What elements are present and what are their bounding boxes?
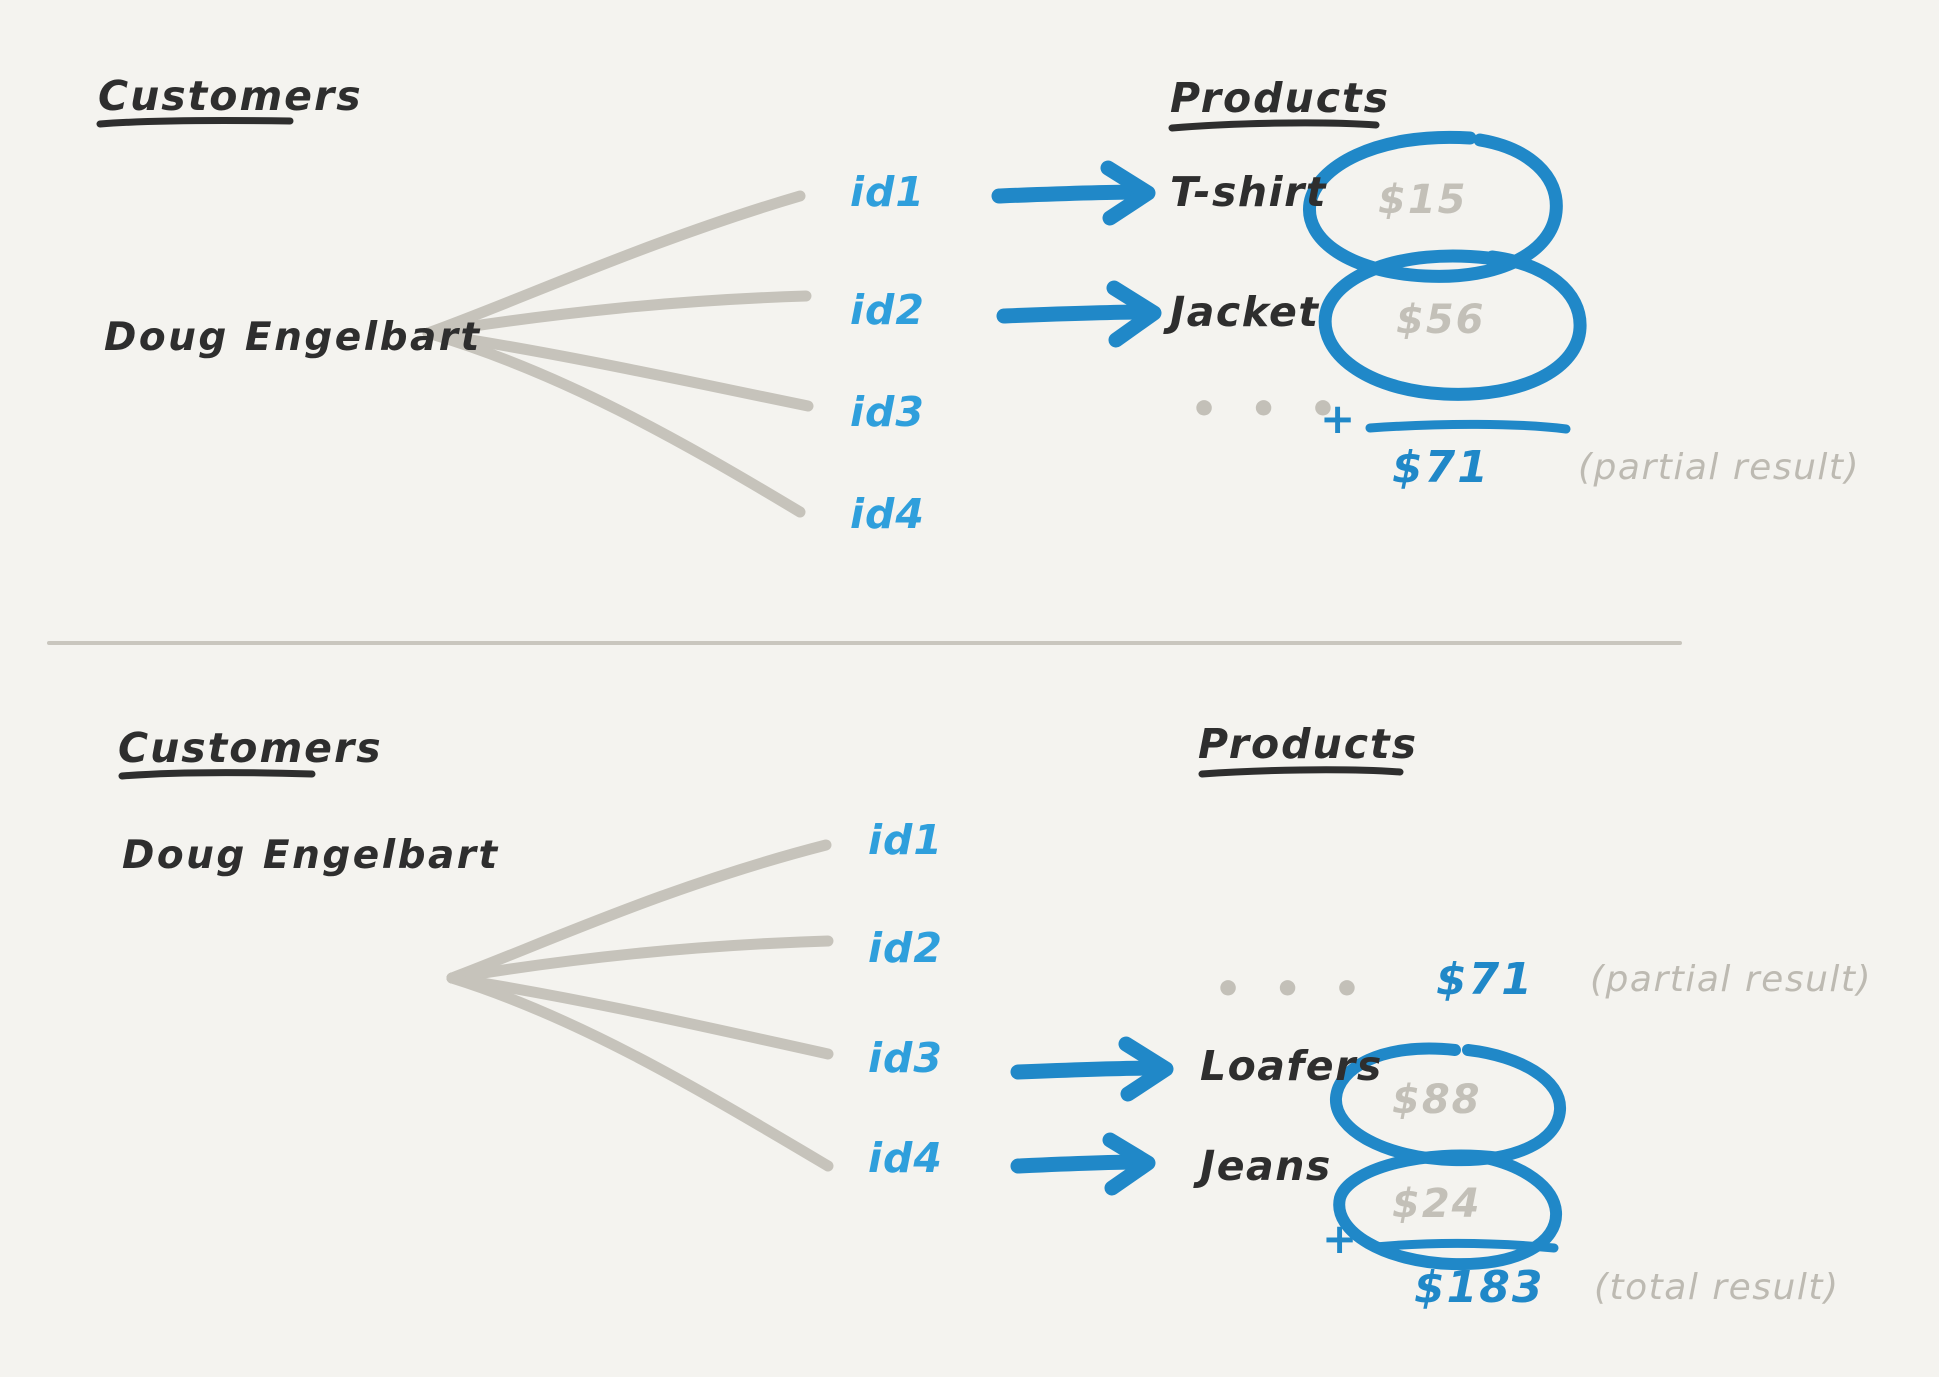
customer-name-bottom: Doug Engelbart — [122, 833, 500, 878]
id-label-top-4: id4 — [850, 490, 925, 538]
fan-lines-top — [422, 190, 814, 518]
customers-underline-bottom — [118, 769, 316, 780]
id-label-bottom-4: id4 — [868, 1134, 943, 1182]
products-heading-top: Products — [1170, 74, 1391, 122]
ellipsis-bottom: • • • — [1214, 964, 1370, 1015]
sum-value-bottom: $183 — [1414, 1262, 1545, 1313]
price-label-jacket: $56 — [1396, 297, 1486, 343]
price-label-tshirt: $15 — [1378, 177, 1468, 223]
plus-sign-bottom: + — [1322, 1214, 1359, 1263]
price-label-loafers: $88 — [1392, 1077, 1482, 1123]
customer-name-top: Doug Engelbart — [104, 315, 482, 360]
products-heading-bottom: Products — [1198, 720, 1419, 768]
sum-rule-top — [1365, 419, 1571, 434]
customers-underline-top — [96, 116, 294, 128]
carried-note-bottom: (partial result) — [1590, 959, 1873, 1000]
price-label-jeans: $24 — [1392, 1181, 1482, 1227]
product-label-jacket: Jacket — [1170, 288, 1320, 336]
product-label-loafers: Loafers — [1200, 1042, 1383, 1090]
sum-rule-bottom — [1370, 1238, 1559, 1253]
price-circle-15 — [1303, 130, 1563, 283]
id-label-top-1: id1 — [850, 168, 925, 216]
arrow-id2-jacket — [996, 280, 1162, 348]
id-label-top-3: id3 — [850, 388, 925, 436]
id-label-bottom-2: id2 — [868, 924, 943, 972]
products-underline-top — [1168, 119, 1380, 132]
products-underline-bottom — [1198, 766, 1404, 778]
id-label-bottom-3: id3 — [868, 1034, 943, 1082]
sum-note-bottom: (total result) — [1594, 1267, 1840, 1308]
fan-lines-bottom — [446, 839, 834, 1172]
product-label-tshirt: T-shirt — [1170, 168, 1327, 216]
customers-heading-top: Customers — [98, 72, 363, 120]
price-circle-24 — [1333, 1149, 1562, 1271]
arrow-id4-jeans — [1010, 1132, 1156, 1196]
arrow-id3-loafers — [1010, 1036, 1174, 1102]
sum-note-top: (partial result) — [1578, 447, 1861, 488]
price-circle-56 — [1318, 249, 1587, 401]
ellipsis-top: • • • — [1190, 384, 1346, 435]
carried-value-bottom: $71 — [1436, 954, 1534, 1005]
plus-sign-top: + — [1320, 394, 1357, 443]
arrow-id1-tshirt — [991, 160, 1156, 226]
id-label-bottom-1: id1 — [868, 816, 943, 864]
sum-value-top: $71 — [1392, 442, 1490, 493]
customers-heading-bottom: Customers — [118, 724, 383, 772]
product-label-jeans: Jeans — [1200, 1142, 1332, 1190]
id-label-top-2: id2 — [850, 286, 925, 334]
